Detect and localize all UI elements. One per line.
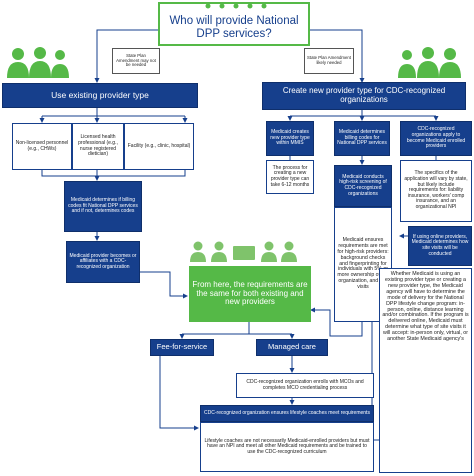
billing-codes-box: Medicaid determines if billing codes fit…	[64, 181, 142, 232]
coaches-header-box: CDC-recognized organization ensures life…	[200, 405, 374, 422]
people-group-icon-center	[190, 241, 297, 262]
new-provider-mmis-box: Medicaid creates new provider type withi…	[266, 121, 314, 156]
converge-box: From here, the requirements are the same…	[189, 266, 311, 322]
mco-credentialing-box: CDC-recognized organization enrolls with…	[236, 373, 374, 398]
application-specifics-box: The specifics of the application will va…	[400, 160, 472, 222]
high-risk-requirements-box: Medicaid ensures requirements are met fo…	[334, 207, 392, 322]
option-facility: Facility (e.g., clinic, hospital)	[124, 123, 194, 170]
coaches-body-box: Lifestyle coaches are not necessarily Me…	[200, 422, 374, 472]
use-existing-header: Use existing provider type	[2, 83, 198, 108]
state-plan-note-right: State Plan Amendment likely needed	[304, 48, 354, 74]
high-risk-screening-box: Medicaid conducts high-risk screening of…	[334, 165, 392, 207]
people-group-icon-right	[398, 47, 461, 78]
apply-enrolled-box: CDC-recognized organizations apply to be…	[400, 121, 472, 156]
determine-billing-box: Medicaid determines billing codes for Na…	[334, 121, 390, 156]
option-non-licensed: Non-licensed personnel (e.g., CHWs)	[12, 123, 72, 170]
fee-for-service-box: Fee-for-service	[150, 339, 214, 356]
create-new-header: Create new provider type for CDC-recogni…	[262, 82, 466, 110]
managed-care-box: Managed care	[256, 339, 328, 356]
state-plan-note-left: State Plan Amendment may not be needed	[112, 48, 160, 74]
online-site-visits-box: If using online providers, Medicaid dete…	[408, 226, 472, 266]
delivery-mode-note: Whether Medicaid is using an existing pr…	[379, 268, 472, 473]
title-box: Who will provide National DPP services?	[158, 2, 310, 46]
new-provider-timeline-box: The process for creating a new provider …	[266, 160, 314, 194]
people-group-icon-left	[7, 47, 69, 78]
option-licensed-professional: Licensed health professional (e.g., nurs…	[72, 123, 124, 170]
page-title: Who will provide National DPP services?	[169, 15, 299, 40]
affiliates-box: Medicaid provider becomes or affiliates …	[66, 241, 140, 283]
people-strip-icon	[205, 3, 267, 9]
